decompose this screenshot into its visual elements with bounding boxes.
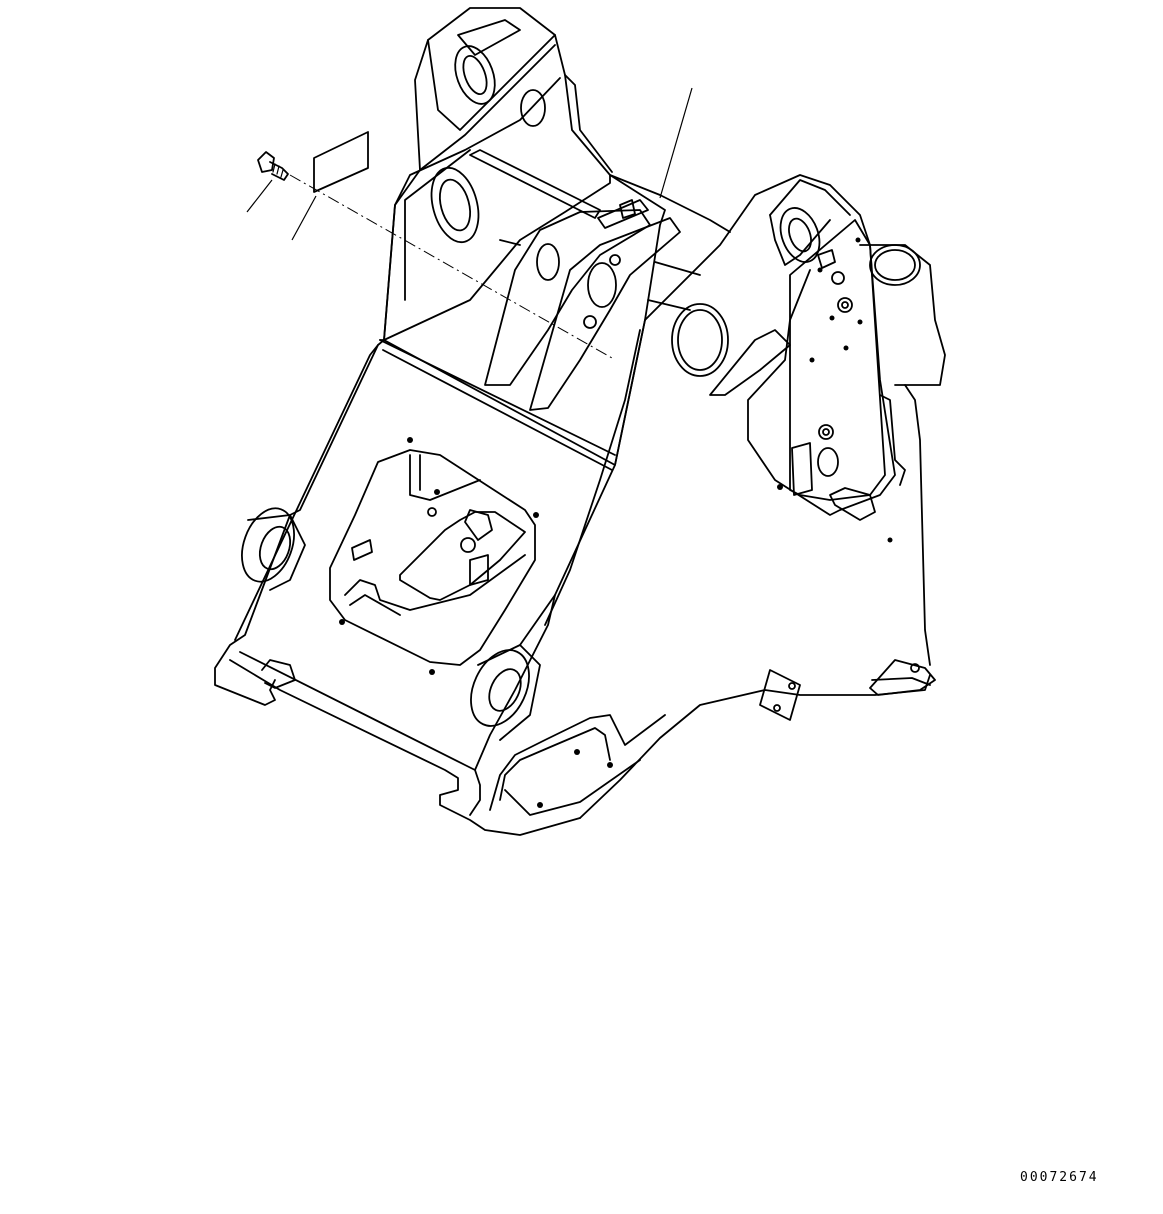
callout-leaders bbox=[246, 87, 693, 359]
side-bosses bbox=[241, 507, 541, 741]
assembly-center-line bbox=[289, 174, 613, 359]
leader-bolt bbox=[246, 179, 273, 213]
leader-front-frame bbox=[659, 87, 693, 199]
leader-plate-label bbox=[291, 195, 317, 241]
access-opening bbox=[329, 437, 539, 675]
frame-body bbox=[214, 174, 936, 836]
right-tower bbox=[644, 174, 896, 543]
left-tower bbox=[383, 7, 613, 341]
plate-label-part bbox=[313, 131, 369, 193]
drawing-number: 00072674 bbox=[1020, 1170, 1099, 1185]
rear-boss bbox=[859, 244, 946, 666]
center-brackets bbox=[484, 199, 681, 411]
bolt-part bbox=[257, 151, 289, 181]
